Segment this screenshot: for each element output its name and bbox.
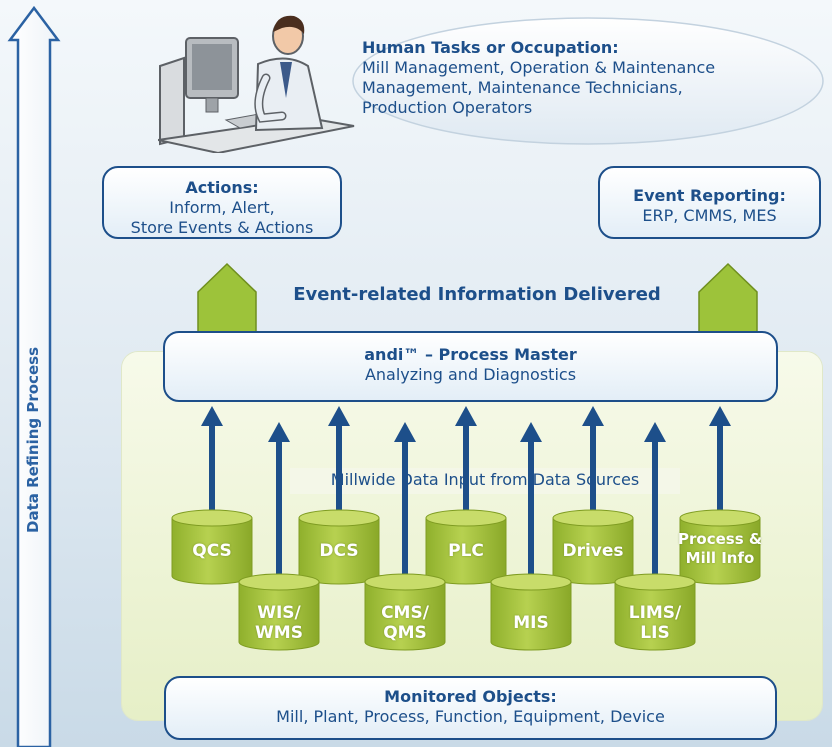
human-tasks-ellipse xyxy=(352,17,824,145)
source-qcs-label: QCS xyxy=(192,541,232,561)
monitored-objects-title: Monitored Objects: xyxy=(384,687,557,706)
source-process-mill-label: Process & Mill Info xyxy=(674,530,766,568)
human-tasks-line-3: Production Operators xyxy=(362,98,533,117)
monitored-objects-box: Monitored Objects: Mill, Plant, Process,… xyxy=(164,676,777,740)
human-tasks-text: Human Tasks or Occupation: Mill Manageme… xyxy=(362,38,782,118)
source-mis-label: MIS xyxy=(513,613,549,633)
human-tasks-title: Human Tasks or Occupation: xyxy=(362,38,619,57)
source-mis-arrow-head xyxy=(520,422,542,442)
source-drives-arrow-head xyxy=(582,406,604,426)
source-plc-cylinder-top xyxy=(425,509,507,527)
source-cms-cylinder-top xyxy=(364,573,446,591)
source-process-mill-arrow-head xyxy=(709,406,731,426)
source-wis-cylinder-top xyxy=(238,573,320,591)
source-lims-cylinder-top xyxy=(614,573,696,591)
millwide-label-bg xyxy=(290,468,680,494)
source-wis-cylinder-body xyxy=(238,581,320,651)
source-drives-cylinder-top xyxy=(552,509,634,527)
source-wis-line-2: WMS xyxy=(255,623,303,643)
source-process-mill-line-1: Process & xyxy=(678,530,762,548)
process-master-subtitle: Analyzing and Diagnostics xyxy=(364,365,577,384)
source-cms-label: CMS/ QMS xyxy=(365,603,445,643)
source-qcs-cylinder-top xyxy=(171,509,253,527)
process-master-box: andi™ – Process Master Analyzing and Dia… xyxy=(163,331,778,402)
source-lims-arrow-head xyxy=(644,422,666,442)
monitored-objects-line: Mill, Plant, Process, Function, Equipmen… xyxy=(276,707,665,726)
event-reporting-line: ERP, CMMS, MES xyxy=(642,206,777,225)
source-plc-arrow-head xyxy=(455,406,477,426)
source-dcs-arrow-head xyxy=(328,406,350,426)
actions-line-1: Inform, Alert, xyxy=(169,198,275,217)
event-reporting-box: Event Reporting: ERP, CMMS, MES xyxy=(598,166,821,239)
source-lims-label: LIMS/ LIS xyxy=(615,603,695,643)
source-wis-label: WIS/ WMS xyxy=(239,603,319,643)
process-master-title-a: andi™ – xyxy=(364,345,433,364)
delivered-label: Event-related Information Delivered xyxy=(293,284,661,305)
source-dcs-label: DCS xyxy=(319,541,359,561)
source-process-mill-line-2: Mill Info xyxy=(685,549,755,567)
source-cms-cylinder-body xyxy=(364,581,446,651)
source-qcs-arrow-head xyxy=(201,406,223,426)
source-drives-label: Drives xyxy=(562,541,624,561)
operator-illustration xyxy=(158,15,355,153)
source-process-mill-cylinder-top xyxy=(679,509,761,527)
actions-line-2: Store Events & Actions xyxy=(130,218,314,237)
actions-box: Actions: Inform, Alert, Store Events & A… xyxy=(102,166,342,239)
actions-title: Actions: xyxy=(185,178,259,197)
source-lims-cylinder-body xyxy=(614,581,696,651)
source-plc-label: PLC xyxy=(448,541,484,561)
source-mis-cylinder-body xyxy=(490,581,572,651)
source-lims-line-1: LIMS/ xyxy=(628,603,682,623)
human-tasks-line-1: Mill Management, Operation & Maintenance xyxy=(362,58,716,77)
data-refining-arrow xyxy=(7,5,61,747)
source-cms-line-1: CMS/ xyxy=(381,603,429,623)
human-tasks-line-2: Management, Maintenance Technicians, xyxy=(362,78,683,97)
source-wis-line-1: WIS/ xyxy=(257,603,301,623)
source-cms-line-2: QMS xyxy=(383,623,427,643)
source-cms-arrow-head xyxy=(394,422,416,442)
source-wis-arrow-head xyxy=(268,422,290,442)
source-dcs-cylinder-top xyxy=(298,509,380,527)
source-mis-cylinder-top xyxy=(490,573,572,591)
event-reporting-title: Event Reporting: xyxy=(633,186,786,205)
source-lims-line-2: LIS xyxy=(640,623,670,643)
process-master-title-b: Process Master xyxy=(438,345,577,364)
